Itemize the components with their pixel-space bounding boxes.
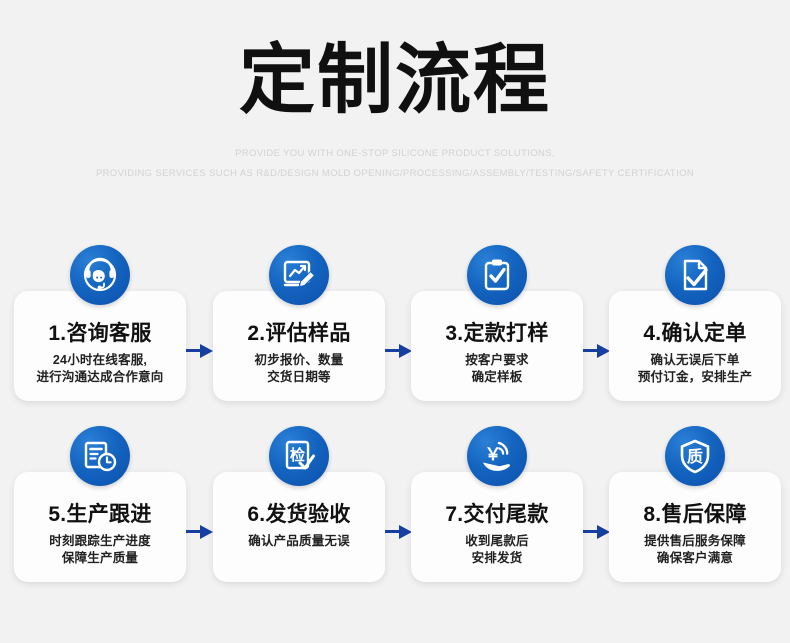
flow-arrow-right xyxy=(186,525,214,539)
flow-arrow-right xyxy=(186,344,214,358)
hand-yuan-icon: ￥ xyxy=(467,426,527,486)
flow-row-2: 5.生产跟进 时刻跟踪生产进度 保障生产质量 检 6.发货验收 确认产品质量无误 xyxy=(0,421,790,596)
step-card-8[interactable]: 质 8.售后保障 提供售后服务保障 确保客户满意 xyxy=(609,426,781,582)
arrow-shaft xyxy=(385,530,401,533)
page-header: 定制流程 PROVIDE YOU WITH ONE-STOP SILICONE … xyxy=(0,0,790,184)
step-desc-line-1: 收到尾款后 xyxy=(465,534,529,548)
document-check-icon xyxy=(665,245,725,305)
step-card-2[interactable]: 2.评估样品 初步报价、数量 交货日期等 xyxy=(213,245,385,401)
yuan-icon-glyph: ￥ xyxy=(485,445,502,465)
flow-row-1: 1.咨询客服 24小时在线客服, 进行沟通达成合作意向 2.评估样品 初步报价、… xyxy=(0,240,790,415)
chart-pencil-icon xyxy=(269,245,329,305)
arrow-head xyxy=(399,344,412,358)
arrow-shaft xyxy=(583,530,599,533)
step-desc-line-2: 确保客户满意 xyxy=(656,551,734,565)
step-card-5[interactable]: 5.生产跟进 时刻跟踪生产进度 保障生产质量 xyxy=(14,426,186,582)
step-desc-line-1: 确认无误后下单 xyxy=(650,353,740,367)
arrow-shaft xyxy=(583,349,599,352)
step-title: 2.评估样品 xyxy=(247,322,351,345)
step-title: 8.售后保障 xyxy=(643,503,747,526)
arrow-shaft xyxy=(186,530,202,533)
quality-icon-glyph: 质 xyxy=(687,447,703,466)
arrow-head xyxy=(200,525,213,539)
step-desc-line-2: 保障生产质量 xyxy=(61,551,139,565)
clipboard-check-icon xyxy=(467,245,527,305)
step-desc-line-1: 确认产品质量无误 xyxy=(248,534,350,548)
flow-arrow-right xyxy=(385,525,413,539)
step-desc-line-2: 预付订金，安排生产 xyxy=(637,370,753,384)
subtitle-line-2: PROVIDING SERVICES SUCH AS R&D/DESIGN MO… xyxy=(95,168,695,179)
page-title: 定制流程 xyxy=(239,38,551,123)
subtitle-line-1: PROVIDE YOU WITH ONE-STOP SILICONE PRODU… xyxy=(235,148,555,159)
flow-arrow-right xyxy=(583,344,611,358)
step-desc-line-2: 进行沟通达成合作意向 xyxy=(36,370,164,384)
step-desc-line-2: 安排发货 xyxy=(471,551,523,565)
step-card-3[interactable]: 3.定款打样 按客户要求 确定样板 xyxy=(411,245,583,401)
arrow-shaft xyxy=(385,349,401,352)
step-desc-line-1: 按客户要求 xyxy=(465,353,529,367)
step-title: 5.生产跟进 xyxy=(48,503,152,526)
step-desc-line-1: 时刻跟踪生产进度 xyxy=(49,534,151,548)
step-desc-line-2: 交货日期等 xyxy=(267,370,331,384)
step-desc-line-1: 24小时在线客服, xyxy=(52,353,148,367)
flow-arrow-right xyxy=(583,525,611,539)
inspection-icon-glyph: 检 xyxy=(290,446,305,464)
step-desc-line-1: 提供售后服务保障 xyxy=(644,534,746,548)
step-card-6[interactable]: 检 6.发货验收 确认产品质量无误 xyxy=(213,426,385,582)
flow-arrow-right xyxy=(385,344,413,358)
page-subtitle: PROVIDE YOU WITH ONE-STOP SILICONE PRODU… xyxy=(0,144,790,184)
arrow-shaft xyxy=(186,349,202,352)
step-desc-line-2: 确定样板 xyxy=(471,370,523,384)
inspection-check-icon: 检 xyxy=(269,426,329,486)
headset-support-icon xyxy=(70,245,130,305)
step-card-4[interactable]: 4.确认定单 确认无误后下单 预付订金，安排生产 xyxy=(609,245,781,401)
step-title: 1.咨询客服 xyxy=(48,322,152,345)
step-card-1[interactable]: 1.咨询客服 24小时在线客服, 进行沟通达成合作意向 xyxy=(14,245,186,401)
step-desc-line-1: 初步报价、数量 xyxy=(254,353,344,367)
step-card-7[interactable]: ￥ 7.交付尾款 收到尾款后 安排发货 xyxy=(411,426,583,582)
shield-quality-icon: 质 xyxy=(665,426,725,486)
document-clock-icon xyxy=(70,426,130,486)
arrow-head xyxy=(597,525,610,539)
arrow-head xyxy=(399,525,412,539)
step-title: 3.定款打样 xyxy=(445,322,549,345)
step-title: 7.交付尾款 xyxy=(445,503,549,526)
step-title: 4.确认定单 xyxy=(643,322,747,345)
arrow-head xyxy=(200,344,213,358)
arrow-head xyxy=(597,344,610,358)
step-title: 6.发货验收 xyxy=(247,503,351,526)
